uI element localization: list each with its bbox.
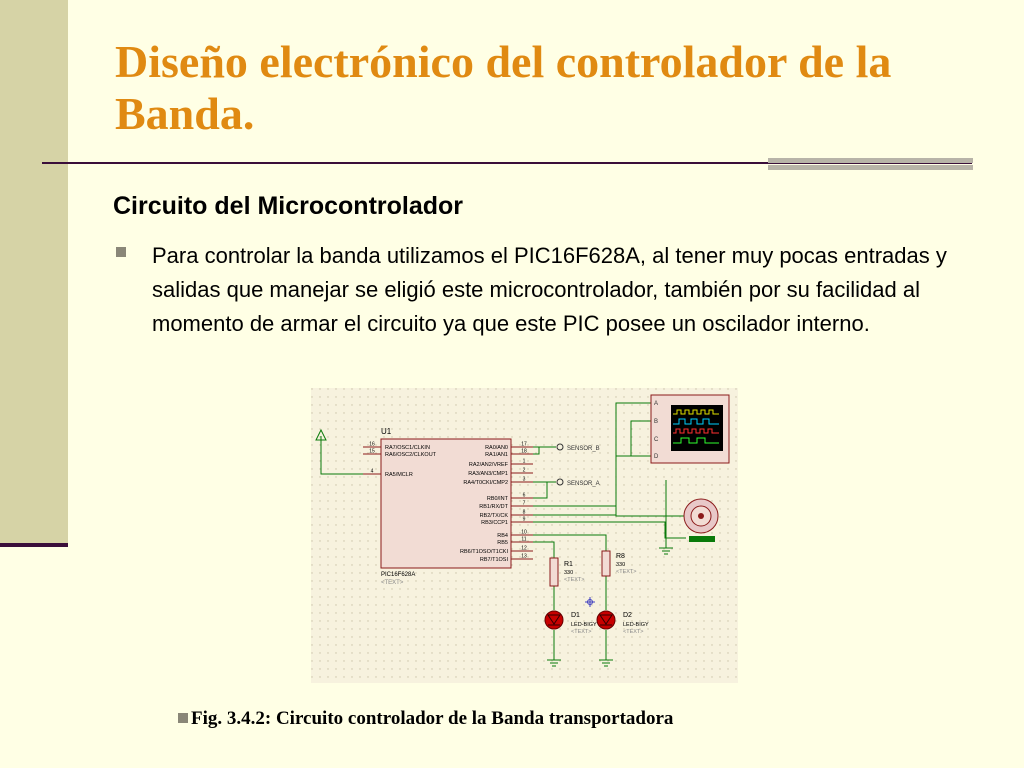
ic-pin-name: RA5/MCLR bbox=[385, 472, 413, 478]
d1-part: LED-BIGY bbox=[571, 622, 597, 628]
ic-pin-number: 3 bbox=[523, 477, 526, 483]
ic-pin-name: RB6/T1OSO/T1CKI bbox=[460, 549, 508, 555]
r1-text: <TEXT> bbox=[564, 577, 584, 583]
ic-pin-number: 17 bbox=[521, 442, 527, 448]
left-accent-underline bbox=[0, 543, 68, 547]
scope-channel-c: C bbox=[654, 437, 659, 443]
wires bbox=[320, 402, 686, 660]
led-d2-icon bbox=[596, 610, 616, 630]
ic-pin-name: RB1/RX/DT bbox=[479, 504, 508, 510]
ic-pin-name: RA0/AN0 bbox=[485, 445, 508, 451]
ic-pin-number: 8 bbox=[523, 510, 526, 516]
ic-ref: U1 bbox=[381, 427, 392, 436]
scope-channel-b: B bbox=[654, 419, 658, 425]
ic-pin-number: 9 bbox=[523, 517, 526, 523]
d1-ref: D1 bbox=[571, 612, 580, 619]
ic-pin-number: 1 bbox=[523, 459, 526, 465]
title-divider bbox=[42, 162, 972, 164]
ic-pin-name: RB0/INT bbox=[487, 496, 509, 502]
sensor-b-terminal bbox=[556, 443, 564, 451]
slide-title: Diseño electrónico del controlador de la… bbox=[115, 36, 892, 139]
ic-pin-name: RA7/OSC1/CLKIN bbox=[385, 445, 430, 451]
ic-pin-name: RB3/CCP1 bbox=[481, 520, 508, 526]
resistor-r8 bbox=[601, 550, 611, 577]
bullet-text: Para controlar la banda utilizamos el PI… bbox=[152, 243, 947, 336]
ic-pin-number: 11 bbox=[521, 537, 526, 543]
ic-pin-name: RA2/AN2/VREF bbox=[469, 462, 509, 468]
ic-pin-number: 2 bbox=[523, 468, 526, 474]
scope-channel-d: D bbox=[654, 454, 659, 460]
caption-text: Fig. 3.4.2: Circuito controlador de la B… bbox=[191, 708, 674, 729]
figure-caption: Fig. 3.4.2: Circuito controlador de la B… bbox=[178, 708, 673, 730]
led-d1-icon bbox=[544, 610, 564, 630]
ic-pin-number: 7 bbox=[523, 501, 526, 507]
d2-part: LED-BIGY bbox=[623, 622, 649, 628]
r8-text: <TEXT> bbox=[616, 569, 636, 575]
r1-ref: R1 bbox=[564, 561, 573, 568]
sensor-a-label: SENSOR_A bbox=[567, 481, 600, 487]
origin-marker-icon bbox=[585, 597, 595, 607]
square-bullet-icon bbox=[116, 247, 126, 257]
r8-ref: R8 bbox=[616, 553, 625, 560]
pic-ic-body bbox=[380, 438, 512, 569]
left-accent-bar bbox=[0, 0, 68, 545]
ic-pin-lines bbox=[363, 446, 533, 560]
ic-pin-name: RB4 bbox=[497, 533, 508, 539]
d2-ref: D2 bbox=[623, 612, 632, 619]
circuit-schematic: U1 PIC16F628A <TEXT> 16RA7/OSC1/CLKIN15R… bbox=[311, 388, 738, 683]
ic-pin-name: RA3/AN3/CMP1 bbox=[468, 471, 508, 477]
ic-pin-labels: 16RA7/OSC1/CLKIN15RA6/OSC2/CLKOUT4RA5/MC… bbox=[369, 442, 527, 564]
scope-traces bbox=[673, 409, 719, 444]
ic-pin-number: 6 bbox=[523, 493, 526, 499]
ic-pin-number: 18 bbox=[521, 449, 527, 455]
ic-pin-name: RB5 bbox=[497, 540, 508, 546]
ic-pin-name: RB2/TX/CK bbox=[480, 513, 509, 519]
ic-pin-name: RA1/AN1 bbox=[485, 452, 508, 458]
ic-pin-number: 16 bbox=[369, 442, 375, 448]
scope-channel-a: A bbox=[654, 401, 658, 407]
slide-subtitle: Circuito del Microcontrolador bbox=[113, 192, 464, 220]
sensor-b-label: SENSOR_B bbox=[567, 446, 600, 452]
ic-pin-name: RA4/T0CKI/CMP2 bbox=[463, 480, 508, 486]
ic-text-placeholder: <TEXT> bbox=[381, 580, 404, 586]
ground-symbols bbox=[547, 547, 673, 667]
r8-value: 330 bbox=[616, 562, 625, 568]
d1-text: <TEXT> bbox=[571, 629, 591, 635]
ic-pin-name: RB7/T1OSI bbox=[480, 557, 509, 563]
ic-pin-number: 10 bbox=[521, 530, 527, 536]
divider-accent bbox=[768, 158, 973, 178]
ic-pin-number: 13 bbox=[521, 554, 527, 560]
resistor-r1 bbox=[549, 557, 559, 587]
d2-text: <TEXT> bbox=[623, 629, 643, 635]
r1-value: 330 bbox=[564, 570, 573, 576]
ic-pin-number: 15 bbox=[369, 449, 375, 455]
ic-part: PIC16F628A bbox=[381, 572, 415, 578]
power-terminal-icon bbox=[315, 428, 327, 441]
sensor-a-terminal bbox=[556, 478, 564, 486]
ic-pin-name: RA6/OSC2/CLKOUT bbox=[385, 452, 437, 458]
motor-speed-indicator bbox=[689, 536, 715, 542]
square-bullet-icon bbox=[178, 713, 188, 723]
ic-pin-number: 12 bbox=[521, 546, 527, 552]
ic-pin-number: 4 bbox=[371, 469, 374, 475]
